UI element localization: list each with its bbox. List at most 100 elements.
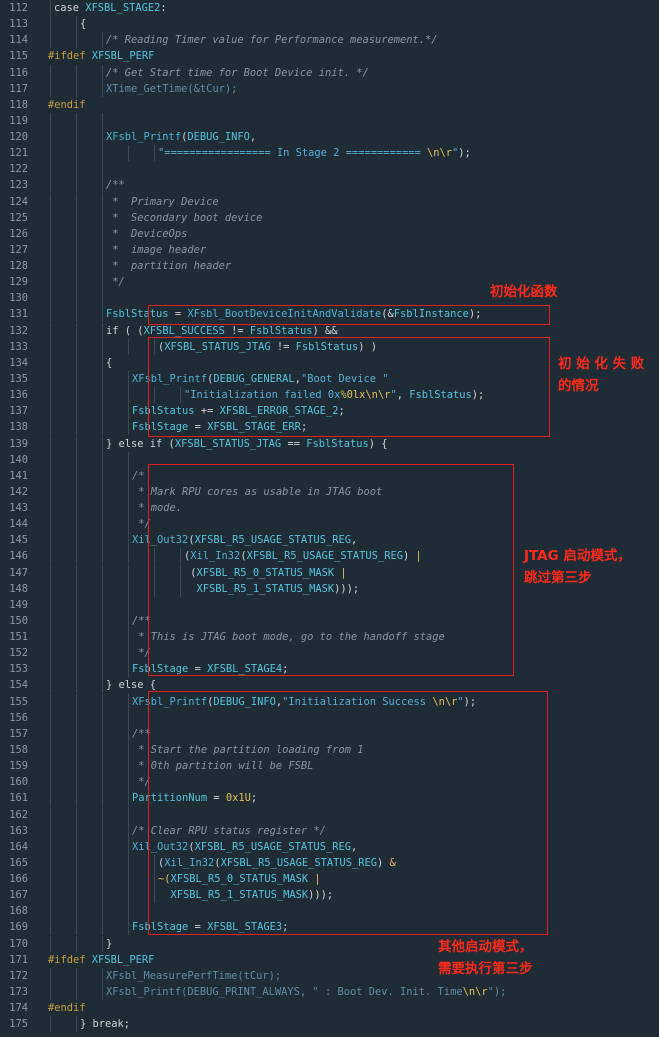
code-text: * mode. [132, 500, 182, 516]
code-line[interactable]: 148 XFSBL_R5_1_STATUS_MASK))); [0, 580, 659, 597]
code-line[interactable]: 116/* Get Start time for Boot Device ini… [0, 64, 659, 81]
code-line[interactable]: 146(Xil_In32(XFSBL_R5_USAGE_STATUS_REG) … [0, 548, 659, 565]
code-line[interactable]: 154} else { [0, 677, 659, 694]
code-line[interactable]: 123/** [0, 177, 659, 194]
code-line[interactable]: 130 [0, 290, 659, 307]
code-line[interactable]: 122 [0, 161, 659, 178]
indent-guide [76, 419, 77, 436]
indent-guide [102, 451, 103, 468]
code-line[interactable]: 170} [0, 935, 659, 952]
code-text: if ( (XFSBL_SUCCESS != FsblStatus) && [106, 323, 338, 339]
code-token: { [106, 356, 113, 369]
indent-guide [128, 629, 129, 646]
indent-guide [128, 596, 129, 613]
code-line[interactable]: 136"Initialization failed 0x%0lx\n\r", F… [0, 387, 659, 404]
indent-guide [50, 725, 51, 742]
code-line[interactable]: 149 [0, 596, 659, 613]
code-line[interactable]: 163/* Clear RPU status register */ [0, 822, 659, 839]
indent-guide [102, 645, 103, 662]
code-line[interactable]: 175} break; [0, 1016, 659, 1033]
code-line[interactable]: 158 * Start the partition loading from 1 [0, 741, 659, 758]
indent-guide [128, 467, 129, 484]
code-line[interactable]: 142 * Mark RPU cores as usable in JTAG b… [0, 483, 659, 500]
code-line[interactable]: 152 */ [0, 645, 659, 662]
code-token: ; [300, 421, 308, 434]
code-line[interactable]: 126 * DeviceOps [0, 225, 659, 242]
code-line[interactable]: 171#ifdef XFSBL_PERF [0, 952, 659, 968]
code-line[interactable]: 143 * mode. [0, 500, 659, 517]
indent-guide [154, 887, 155, 904]
code-token: ( [184, 566, 197, 579]
code-line[interactable]: 139} else if (XFSBL_STATUS_JTAG == FsblS… [0, 435, 659, 452]
code-token: "Initialization failed 0x [184, 389, 341, 402]
annotation-init-failed: 初 始 化 失 败 的情况 [558, 356, 645, 394]
indent-guide [102, 64, 103, 81]
code-line[interactable]: 147 (XFSBL_R5_0_STATUS_MASK | [0, 564, 659, 581]
code-line[interactable]: 125 * Secondary boot device [0, 209, 659, 226]
indent-guide [76, 80, 77, 97]
code-text: XFsbl_Printf(DEBUG_PRINT_ALWAYS, " : Boo… [106, 984, 506, 1000]
code-text: Xil_Out32(XFSBL_R5_USAGE_STATUS_REG, [132, 532, 357, 548]
code-line[interactable]: 168 [0, 903, 659, 920]
indent-guide [50, 370, 51, 387]
code-token: PartitionNum [132, 792, 208, 805]
code-line[interactable]: 118#endif [0, 97, 659, 113]
code-line[interactable]: 162 [0, 806, 659, 823]
line-number: 121 [9, 147, 28, 160]
code-line[interactable]: 133(XFSBL_STATUS_JTAG != FsblStatus) ) [0, 338, 659, 355]
code-text: /** [106, 177, 125, 193]
code-line[interactable]: 119 [0, 112, 659, 129]
code-line[interactable]: 129 */ [0, 274, 659, 291]
code-line[interactable]: 115#ifdef XFSBL_PERF [0, 48, 659, 64]
code-line[interactable]: 140 [0, 451, 659, 468]
indent-guide [50, 322, 51, 339]
code-line[interactable]: 127 * image header [0, 241, 659, 258]
code-line[interactable]: 151 * This is JTAG boot mode, go to the … [0, 629, 659, 646]
code-line[interactable]: 144 */ [0, 516, 659, 533]
code-line[interactable]: 157/** [0, 725, 659, 742]
code-line[interactable]: 128 * partition header [0, 258, 659, 275]
line-number: 152 [9, 647, 28, 660]
indent-guide [50, 435, 51, 452]
code-line[interactable]: 167 XFSBL_R5_1_STATUS_MASK))); [0, 887, 659, 904]
indent-guide [50, 0, 51, 16]
code-line[interactable]: 174#endif [0, 1000, 659, 1016]
code-line[interactable]: 134{ [0, 354, 659, 371]
code-line[interactable]: 165(Xil_In32(XFSBL_R5_USAGE_STATUS_REG) … [0, 854, 659, 871]
indent-guide [76, 387, 77, 404]
code-line[interactable]: 156 [0, 709, 659, 726]
indent-guide [50, 403, 51, 420]
indent-guide [102, 290, 103, 307]
code-line[interactable]: 160 */ [0, 774, 659, 791]
indent-guide [50, 612, 51, 629]
code-text: XFsbl_MeasurePerfTime(tCur); [106, 968, 281, 984]
code-line[interactable]: 113{ [0, 16, 659, 33]
annotation-other-mode: 其他启动模式， 需要执行第三步 [438, 939, 533, 977]
code-line[interactable]: 124 * Primary Device [0, 193, 659, 210]
code-line[interactable]: 121"================= In Stage 2 =======… [0, 145, 659, 162]
code-line[interactable]: 166~(XFSBL_R5_0_STATUS_MASK | [0, 871, 659, 888]
indent-guide [50, 193, 51, 210]
code-line[interactable]: 114/* Reading Timer value for Performanc… [0, 32, 659, 49]
code-line[interactable]: 150/** [0, 612, 659, 629]
code-line[interactable]: 141/* [0, 467, 659, 484]
code-line[interactable]: 159 * 0th partition will be FSBL [0, 758, 659, 775]
indent-guide [50, 532, 51, 549]
